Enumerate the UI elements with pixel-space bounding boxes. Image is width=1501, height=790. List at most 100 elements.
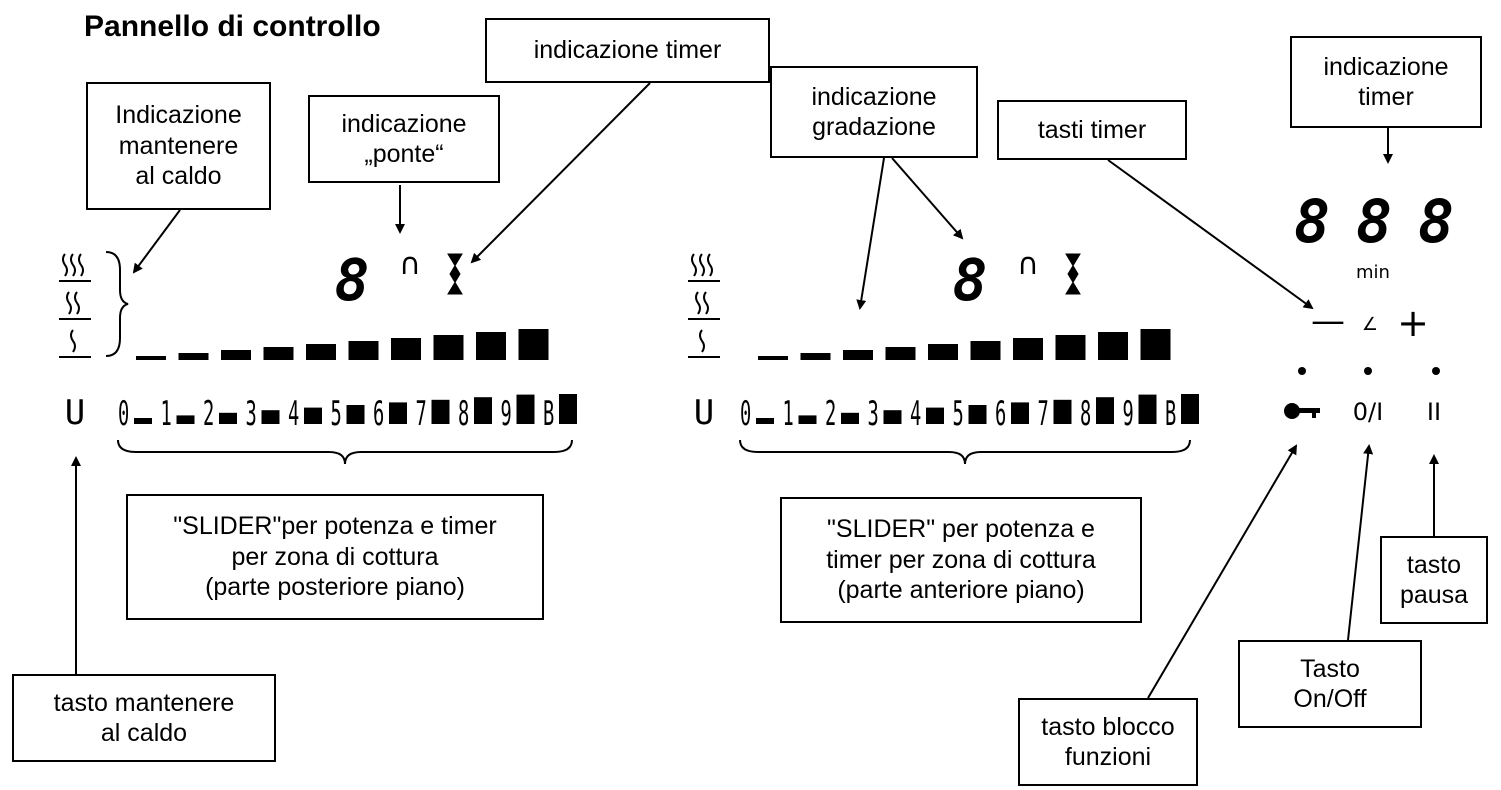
slider-step-bar: [176, 415, 195, 424]
callout-slider-front: "SLIDER" per potenza e timer per zona di…: [780, 497, 1142, 623]
callout-timer-indicator-right: indicazione timer: [1290, 36, 1482, 128]
bridge-symbol-front: ∩: [1017, 247, 1039, 282]
callout-line: "SLIDER"per potenza e timer: [173, 512, 497, 541]
slider-label-0: 0: [118, 395, 129, 433]
slider-level-bar: [928, 344, 958, 360]
slider-step-bar: [389, 402, 407, 424]
slider-level-bar: [476, 332, 506, 360]
slider-step-bar: [756, 418, 774, 424]
slider-step-bar: [968, 405, 987, 424]
slider-label-7: 7: [416, 395, 427, 433]
timer-indicator-arrow: [470, 82, 651, 264]
slider-level-bar: [1013, 338, 1043, 360]
timer-display-digit: 8: [1294, 187, 1330, 257]
callout-line: tasto: [1406, 550, 1462, 579]
callout-timer-indicator-top: indicazione timer: [485, 18, 770, 83]
slider-level-bar: [970, 341, 1001, 360]
slider-step-bar: [559, 394, 577, 424]
callout-line: al caldo: [135, 162, 222, 191]
callout-line: On/Off: [1293, 685, 1367, 713]
heat-wave: [74, 291, 80, 315]
heat-wave: [707, 253, 713, 277]
pause-key-label: II: [1427, 398, 1441, 426]
slider-level-bar: [348, 341, 379, 360]
slider-label-1: 1: [783, 395, 794, 433]
clock-icon: ∠: [1362, 314, 1378, 335]
callout-line: (parte anteriore piano): [837, 576, 1085, 605]
on-off-key-arrow: [1347, 444, 1374, 641]
callout-line: timer: [1358, 83, 1414, 111]
callout-line: mantenere: [118, 131, 239, 160]
heat-wave: [70, 253, 76, 277]
callout-line: tasto mantenere: [53, 688, 235, 717]
timer-display-digit: 8: [1418, 187, 1454, 257]
slider-step-bar: [1096, 397, 1114, 424]
slider-label-B: B: [1165, 395, 1176, 433]
callout-line: timer per zona di cottura: [826, 545, 1096, 574]
slider-step-bar: [841, 412, 859, 424]
slider-label-4: 4: [910, 395, 921, 433]
slider-label-2: 2: [825, 395, 836, 433]
callout-keep-warm-indicator: Indicazione mantenere al caldo: [86, 82, 271, 210]
slider-label-8: 8: [458, 395, 469, 433]
slider-step-bar: [346, 405, 365, 424]
slider-step-bar: [516, 394, 535, 424]
key-indicator-dot: [1298, 367, 1306, 375]
key-shaft: [1298, 408, 1320, 413]
callout-line: gradazione: [812, 113, 936, 141]
slider-label-7: 7: [1038, 395, 1049, 433]
callout-keep-warm-key: tasto mantenere al caldo: [12, 674, 276, 762]
slider-level-bar: [885, 347, 916, 360]
callout-slider-rear: "SLIDER"per potenza e timer per zona di …: [126, 494, 544, 620]
slider-label-4: 4: [288, 395, 299, 433]
slider-step-bar: [1053, 399, 1072, 424]
callout-line: pausa: [1399, 581, 1469, 609]
slider-level-bar: [433, 335, 464, 360]
slider-level-bar: [391, 338, 421, 360]
slider-level-bar: [758, 356, 788, 360]
key-bow: [1284, 403, 1300, 419]
heat-wave: [695, 291, 701, 315]
callout-line: (parte posteriore piano): [205, 573, 465, 602]
callout-line: indicazione: [811, 82, 937, 111]
slider-step-bar: [304, 407, 322, 424]
slider-level-bar: [306, 344, 336, 360]
on-off-key-label: 0/I: [1353, 398, 1383, 426]
heat-level-3-icon-front: [688, 253, 720, 282]
heat-level-1-icon-rear: [59, 329, 91, 358]
slider-label-9: 9: [501, 395, 512, 433]
callout-timer-keys: tasti timer: [997, 100, 1187, 160]
callout-lock-key: tasto blocco funzioni: [1018, 698, 1198, 786]
timer-display-digit: 8: [1356, 187, 1392, 257]
callout-line: "SLIDER" per potenza e: [827, 515, 1095, 544]
level-indicator-arrow-display: [891, 157, 964, 240]
callout-line: tasti timer: [1037, 115, 1147, 144]
slider-label-8: 8: [1080, 395, 1091, 433]
heat-wave: [691, 253, 697, 277]
slider-label-B: B: [543, 395, 554, 433]
key-bit: [1312, 413, 1316, 418]
slider-brace-rear: [117, 439, 573, 465]
slider-step-bar: [883, 410, 902, 424]
slider-label-6: 6: [373, 395, 384, 433]
callout-line: Tasto: [1300, 654, 1360, 683]
slider-step-bar: [474, 397, 492, 424]
page-title: Pannello di controllo: [84, 10, 381, 43]
callout-line: indicazione: [341, 109, 467, 138]
slider-label-0: 0: [740, 395, 751, 433]
lock-key-arrow: [1147, 444, 1298, 699]
slider-level-bar: [1140, 329, 1171, 360]
slider-level-bar: [1098, 332, 1128, 360]
level-indicator-arrow-slider: [856, 157, 885, 310]
slider-label-9: 9: [1123, 395, 1134, 433]
slider-level-bar: [221, 350, 251, 360]
heat-wave: [70, 329, 76, 353]
slider-label-5: 5: [953, 395, 964, 433]
callout-line: al caldo: [100, 719, 188, 747]
slider-level-bar: [1055, 335, 1086, 360]
callout-level-indicator: indicazione gradazione: [770, 66, 978, 158]
slider-level-bar: [518, 329, 549, 360]
callout-line: indicazione: [1323, 52, 1449, 81]
timer-keys-arrow: [1107, 159, 1314, 310]
